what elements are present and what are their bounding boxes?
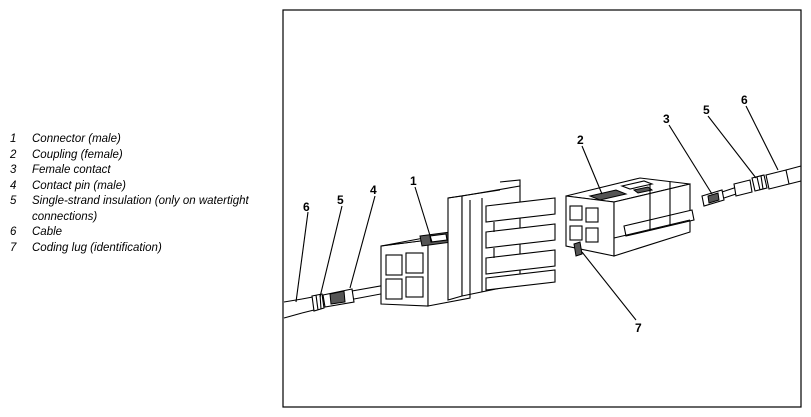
left-contact-pin (322, 284, 387, 308)
callout-2: 2 (577, 133, 584, 147)
right-female-contact (701, 179, 753, 207)
callout-4: 4 (370, 183, 377, 197)
legend-number: 7 (10, 241, 17, 254)
legend-item-1: 1 Connector (male) (10, 132, 280, 148)
legend-label: Contact pin (male) (32, 179, 126, 192)
right-insulation (751, 174, 768, 192)
legend-item-5: 5 Single-strand insulation (only on wate… (10, 194, 280, 225)
legend-number: 4 (10, 179, 17, 192)
callout-1: 1 (410, 174, 417, 188)
callout-5-right: 5 (703, 103, 710, 117)
callout-6-left: 6 (303, 200, 310, 214)
coding-lug (573, 241, 583, 257)
legend-label: Single-strand insulation (only on watert… (32, 195, 249, 223)
connector-male (380, 179, 556, 307)
legend-number: 6 (10, 226, 17, 238)
coupling-female (565, 177, 695, 257)
callout-7: 7 (635, 321, 642, 335)
legend-label: Female contact (32, 164, 111, 176)
legend-item-6: 6 Cable (10, 225, 280, 241)
legend-label: Coding lug (identification) (32, 241, 162, 254)
legend-number: 1 (10, 133, 17, 145)
legend-number: 5 (10, 195, 17, 207)
legend-item-4: 4 Contact pin (male) (10, 179, 280, 195)
legend-item-7: 7 Coding lug (identification) (10, 241, 280, 257)
right-cable (765, 165, 802, 190)
parts-legend: 1 Connector (male) 2 Coupling (female) 3… (10, 132, 280, 256)
legend-number: 2 (10, 148, 17, 161)
callout-3: 3 (663, 112, 670, 126)
legend-number: 3 (10, 164, 17, 176)
diagram-frame (282, 9, 802, 408)
legend-label: Cable (32, 226, 63, 238)
callout-5-left: 5 (337, 193, 344, 207)
legend-item-2: 2 Coupling (female) (10, 148, 280, 164)
legend-label: Connector (male) (32, 133, 121, 145)
legend-label: Coupling (female) (32, 148, 123, 161)
legend-item-3: 3 Female contact (10, 163, 280, 179)
left-insulation (311, 293, 325, 312)
callout-6-right: 6 (741, 93, 748, 107)
leader-lines (295, 105, 779, 321)
